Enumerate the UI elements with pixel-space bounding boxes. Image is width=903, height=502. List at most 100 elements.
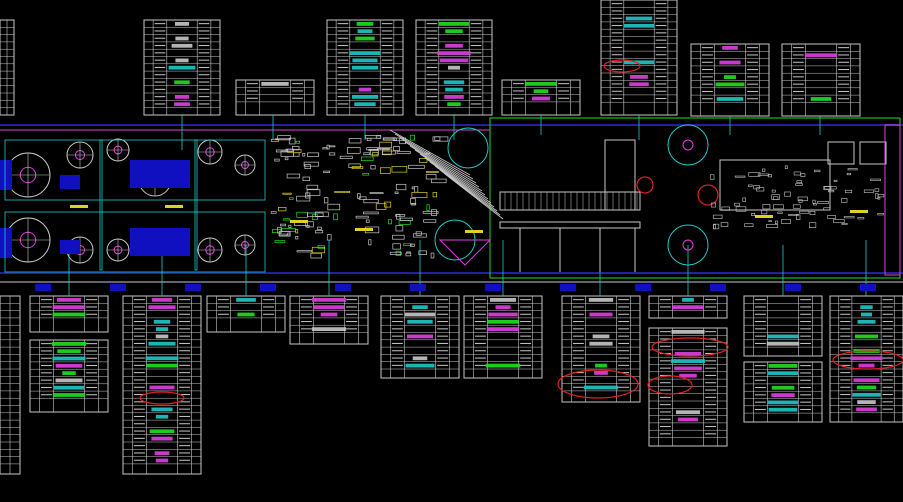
- mechanism-part: [395, 214, 406, 217]
- mechanism-part: [382, 150, 397, 155]
- mechanism-part: [311, 246, 326, 254]
- mechanism-part: [292, 152, 300, 157]
- table-entry-mark: [52, 312, 86, 317]
- table-entry-mark: [354, 102, 376, 107]
- stacker-part: [768, 220, 772, 223]
- parts-list-table: [206, 295, 286, 333]
- mechanism-part: [393, 146, 400, 151]
- mechanism-part: [411, 186, 415, 190]
- mechanism-part: [384, 201, 392, 208]
- mechanism-part: [411, 191, 428, 198]
- table-entry-mark: [860, 305, 873, 310]
- stacker-part: [747, 184, 753, 187]
- parts-list-table: [235, 79, 315, 116]
- stacker-part: [781, 219, 791, 224]
- mechanism-part: [375, 203, 387, 210]
- control-panel: [859, 141, 887, 165]
- table-frame: [781, 43, 861, 117]
- accent-mark: [355, 228, 373, 231]
- table-entry-mark: [149, 429, 175, 434]
- mechanism-part: [363, 152, 370, 156]
- mechanism-part: [282, 192, 292, 195]
- mechanism-part: [271, 138, 279, 142]
- table-entry-mark: [349, 51, 381, 55]
- stacker-part: [809, 222, 817, 228]
- mechanism-part: [406, 251, 411, 254]
- mechanism-part: [277, 207, 287, 212]
- mechanism-part: [310, 252, 322, 259]
- table-entry-mark: [719, 60, 741, 65]
- table-entry-mark: [629, 82, 649, 87]
- table-entry-mark: [55, 363, 83, 368]
- drive-block: [60, 175, 80, 189]
- table-entry-mark: [675, 410, 701, 415]
- table-entry-mark: [532, 96, 550, 101]
- mechanism-part: [366, 137, 372, 141]
- mechanism-part: [396, 150, 411, 155]
- mechanism-part: [288, 224, 292, 228]
- mechanism-part: [415, 231, 422, 236]
- parts-list-table: [289, 295, 369, 345]
- table-entry-mark: [437, 51, 471, 55]
- table-entry-mark: [674, 366, 702, 371]
- stacker-part: [813, 203, 817, 206]
- accent-mark: [70, 205, 88, 208]
- mechanism-part: [322, 147, 328, 150]
- mechanism-part: [389, 251, 402, 255]
- stacker-part: [792, 204, 801, 209]
- cutter-hub: [682, 139, 694, 151]
- table-entry-mark: [57, 349, 81, 354]
- mechanism-part: [303, 161, 319, 167]
- table-entry-mark: [715, 82, 745, 87]
- fold-roll: [447, 127, 489, 169]
- machine-foot-pad: [35, 284, 51, 291]
- accent-mark: [290, 220, 308, 223]
- table-entry-mark: [237, 312, 255, 317]
- table-entry-mark: [623, 23, 655, 28]
- table-frame: [561, 295, 641, 403]
- accent-mark: [755, 215, 773, 218]
- mechanism-part: [405, 252, 412, 257]
- fold-guide-line: [389, 129, 471, 176]
- stacker-part: [827, 215, 836, 219]
- mechanism-part: [278, 233, 288, 237]
- revision-cloud: [603, 59, 641, 73]
- table-entry-mark: [445, 87, 463, 92]
- stacker-part: [814, 169, 821, 173]
- mechanism-part: [348, 163, 361, 168]
- table-entry-mark: [804, 53, 838, 58]
- stacker-part: [875, 193, 879, 199]
- table-entry-mark: [856, 407, 877, 412]
- stacker-part: [712, 214, 723, 219]
- mechanism-part: [295, 229, 299, 234]
- table-entry-mark: [171, 43, 193, 48]
- table-entry-mark: [810, 97, 832, 101]
- table-entry-mark: [679, 373, 697, 378]
- table-entry-mark: [356, 22, 374, 26]
- stacker-part: [709, 174, 715, 180]
- table-entry-mark: [174, 22, 190, 26]
- stacker-part: [796, 180, 802, 184]
- table-entry-mark: [62, 371, 76, 375]
- mechanism-detail: [270, 134, 449, 259]
- mechanism-part: [292, 146, 300, 151]
- mechanism-part: [395, 250, 401, 256]
- table-entry-mark: [357, 29, 373, 34]
- machine-foot-pad: [485, 284, 501, 291]
- table-entry-mark: [175, 58, 189, 63]
- stacker-part: [833, 219, 845, 224]
- table-entry-mark: [155, 334, 169, 339]
- table-entry-mark: [487, 319, 519, 324]
- mechanism-part: [376, 148, 390, 151]
- fold-guide-line: [434, 165, 498, 212]
- mechanism-part: [278, 231, 291, 237]
- mechanism-part: [425, 174, 437, 180]
- accent-mark: [165, 205, 183, 208]
- revision-cloud: [557, 369, 639, 399]
- table-entry-mark: [404, 312, 436, 317]
- parts-list-table: [326, 19, 404, 116]
- table-entry-mark: [716, 97, 744, 101]
- table-entry-mark: [405, 363, 435, 368]
- table-entry-mark: [311, 327, 347, 331]
